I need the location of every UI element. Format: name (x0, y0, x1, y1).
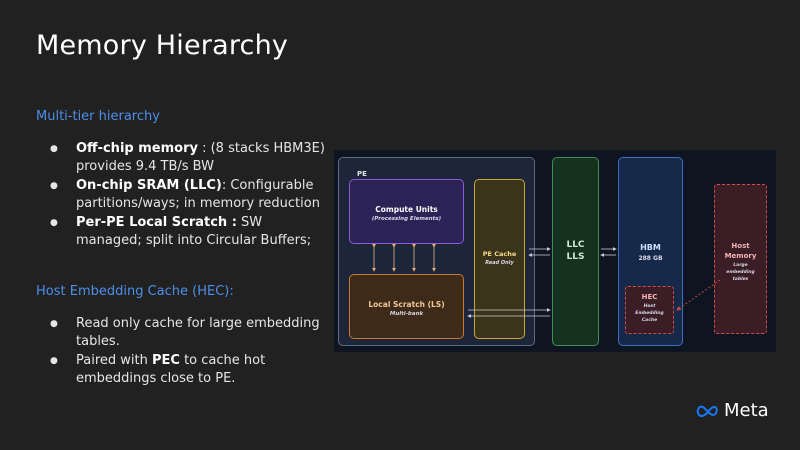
lls-label: LLS (566, 252, 585, 262)
meta-wordmark: Meta (724, 400, 769, 421)
llc-label: LLC (566, 240, 585, 250)
section-heading-multi-tier: Multi-tier hierarchy (36, 109, 160, 124)
hbm-sublabel: 288 GB (638, 255, 663, 262)
local-scratch-sublabel: Multi-bank (389, 311, 424, 317)
hec-sublabel-1: Host (643, 304, 656, 309)
host-memory-block: Host Memory Large embedding tables (714, 184, 767, 334)
slide-title: Memory Hierarchy (36, 30, 289, 61)
bullet-on-chip-sram: On-chip SRAM (LLC): Configurable partiti… (50, 177, 330, 213)
bullet-local-scratch: Per-PE Local Scratch : SW managed; split… (50, 214, 330, 250)
hec-block: HEC Host Embedding Cache (625, 286, 674, 334)
host-memory-label-2: Memory (724, 252, 757, 260)
multi-tier-bullet-list: Off-chip memory : (8 stacks HBM3E) provi… (50, 140, 330, 251)
diagram-arrows (372, 243, 721, 318)
llc-block: LLC LLS (552, 157, 599, 346)
bullet-bold-label: Off-chip memory (76, 141, 198, 156)
bullet-bold-label: PEC (152, 353, 180, 368)
hec-bullet-list: Read only cache for large embedding tabl… (50, 315, 330, 389)
section-heading-hec: Host Embedding Cache (HEC): (36, 284, 234, 299)
hec-sublabel-2: Embedding (635, 311, 664, 316)
bullet-read-only-cache: Read only cache for large embedding tabl… (50, 315, 330, 351)
pe-cache-block: PE Cache Read Only (474, 179, 525, 339)
meta-logo-icon (696, 405, 718, 417)
bullet-bold-label: On-chip SRAM (LLC) (76, 178, 222, 193)
pe-llc-arrows (467, 247, 617, 318)
compute-units-sublabel: (Processing Elements) (371, 216, 442, 222)
host-hec-arrow (676, 279, 721, 311)
pe-label: PE (357, 170, 367, 178)
compute-units-block: Compute Units (Processing Elements) (349, 179, 464, 244)
meta-branding: Meta (696, 400, 769, 421)
hec-sublabel-3: Cache (641, 318, 658, 323)
hbm-label: HBM (640, 243, 661, 252)
hec-label: HEC (641, 293, 658, 301)
bullet-paired-with-pec: Paired with PEC to cache hot embeddings … (50, 352, 330, 388)
bullet-text: SW managed; split into Circular Buffers; (76, 215, 312, 248)
host-memory-sublabel-1: Large (733, 263, 748, 268)
local-scratch-block: Local Scratch (LS) Multi-bank (349, 274, 464, 339)
cu-ls-arrows (372, 243, 436, 272)
bullet-off-chip-memory: Off-chip memory : (8 stacks HBM3E) provi… (50, 140, 330, 176)
host-memory-sublabel-3: tables (732, 277, 749, 282)
host-memory-label-1: Host (731, 242, 750, 250)
bullet-text: to cache hot embeddings close to PE. (76, 353, 266, 386)
host-memory-sublabel-2: embedding (726, 270, 755, 275)
compute-units-label: Compute Units (375, 205, 438, 214)
memory-hierarchy-diagram: PE Compute Units (Processing Elements) L… (334, 150, 776, 352)
bullet-bold-label: Per-PE Local Scratch : (76, 215, 237, 230)
bullet-text-pre: Paired with (76, 353, 152, 368)
bullet-text: Read only cache for large embedding tabl… (76, 316, 320, 349)
local-scratch-label: Local Scratch (LS) (368, 300, 445, 309)
bullet-text: : (8 stacks HBM3E) provides 9.4 TB/s BW (76, 141, 325, 174)
pe-cache-label: PE Cache (482, 250, 517, 258)
pe-cache-sublabel: Read Only (485, 260, 514, 266)
bullet-text: : Configurable partitions/ways; in memor… (76, 178, 320, 211)
